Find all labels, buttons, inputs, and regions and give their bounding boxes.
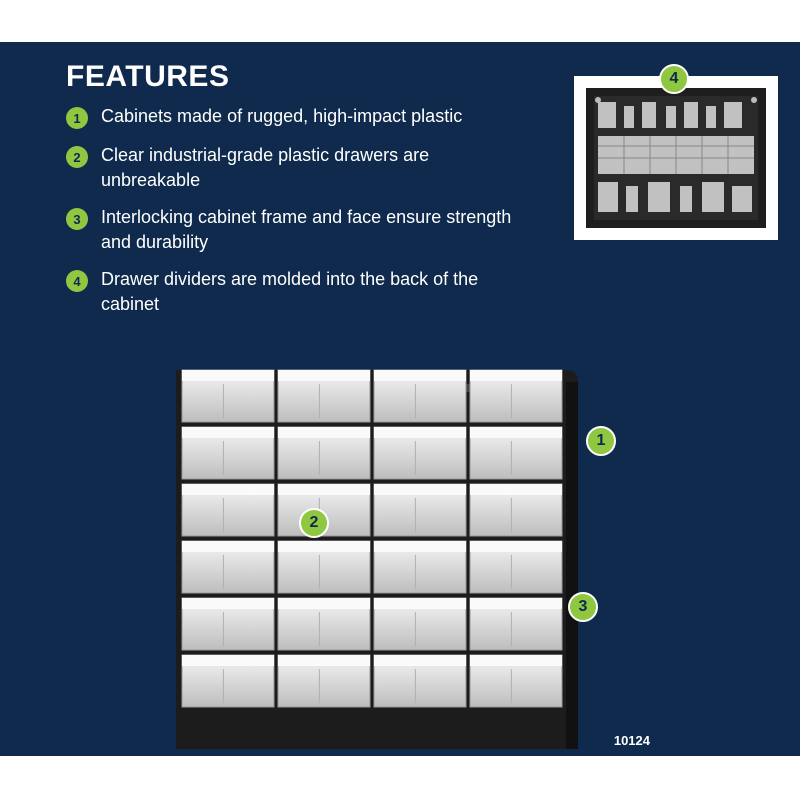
features-title: FEATURES	[66, 60, 230, 93]
drawer-pull	[470, 484, 562, 495]
feature-item-1: 1 Cabinets made of rugged, high-impact p…	[66, 104, 521, 129]
drawer	[373, 426, 467, 480]
cabinet-back-image	[586, 88, 766, 228]
drawer	[181, 654, 275, 708]
feature-item-4: 4 Drawer dividers are molded into the ba…	[66, 267, 521, 317]
drawer-pull	[374, 427, 466, 438]
drawer	[277, 426, 371, 480]
callout-badge-4: 4	[659, 64, 689, 94]
feature-text: Cabinets made of rugged, high-impact pla…	[101, 106, 463, 126]
drawer-pull	[374, 370, 466, 381]
drawer	[373, 654, 467, 708]
drawer-pull	[278, 655, 370, 666]
mount-hole	[751, 97, 757, 103]
drawer	[181, 369, 275, 423]
drawer-pull	[470, 655, 562, 666]
drawer	[469, 369, 563, 423]
drawer-pull	[470, 598, 562, 609]
drawer-pull	[374, 541, 466, 552]
drawer-pull	[182, 541, 274, 552]
drawer	[469, 426, 563, 480]
drawer	[469, 597, 563, 651]
feature-panel: FEATURES 1 Cabinets made of rugged, high…	[0, 42, 800, 756]
drawer-pull	[470, 370, 562, 381]
drawer-pull	[470, 427, 562, 438]
drawer-pull	[182, 655, 274, 666]
cabinet-back-inset	[574, 76, 778, 240]
drawer-pull	[182, 598, 274, 609]
drawer	[277, 597, 371, 651]
drawer-pull	[374, 598, 466, 609]
feature-item-3: 3 Interlocking cabinet frame and face en…	[66, 205, 521, 255]
drawer	[469, 654, 563, 708]
feature-number-badge: 4	[66, 270, 88, 292]
drawer	[181, 540, 275, 594]
drawer	[469, 483, 563, 537]
model-number: 10124	[613, 733, 650, 748]
drawer	[373, 483, 467, 537]
drawer-pull	[182, 484, 274, 495]
drawer-pull	[374, 655, 466, 666]
drawer-pull	[182, 427, 274, 438]
mount-hole	[595, 97, 601, 103]
storage-cabinet-image	[176, 369, 578, 749]
feature-text: Clear industrial-grade plastic drawers a…	[101, 145, 430, 190]
callout-badge-2: 2	[299, 508, 329, 538]
drawer-pull	[278, 370, 370, 381]
drawer	[181, 483, 275, 537]
drawer	[277, 540, 371, 594]
feature-number-badge: 2	[66, 146, 88, 168]
feature-text: Interlocking cabinet frame and face ensu…	[101, 207, 512, 252]
feature-number-badge: 1	[66, 107, 88, 129]
drawer	[373, 369, 467, 423]
drawer-pull	[278, 541, 370, 552]
divider-lines	[598, 136, 754, 174]
drawer	[181, 426, 275, 480]
callout-badge-3: 3	[568, 592, 598, 622]
drawer-grid	[181, 369, 563, 708]
drawer	[277, 654, 371, 708]
feature-number-badge: 3	[66, 208, 88, 230]
drawer	[277, 369, 371, 423]
drawer	[181, 597, 275, 651]
drawer-pull	[278, 484, 370, 495]
drawer-pull	[278, 598, 370, 609]
drawer-pull	[374, 484, 466, 495]
drawer-pull	[278, 427, 370, 438]
drawer	[373, 540, 467, 594]
feature-item-2: 2 Clear industrial-grade plastic drawers…	[66, 143, 521, 193]
callout-badge-1: 1	[586, 426, 616, 456]
drawer-pull	[470, 541, 562, 552]
drawer-pull	[182, 370, 274, 381]
drawer	[373, 597, 467, 651]
drawer	[469, 540, 563, 594]
feature-text: Drawer dividers are molded into the back…	[101, 269, 479, 314]
